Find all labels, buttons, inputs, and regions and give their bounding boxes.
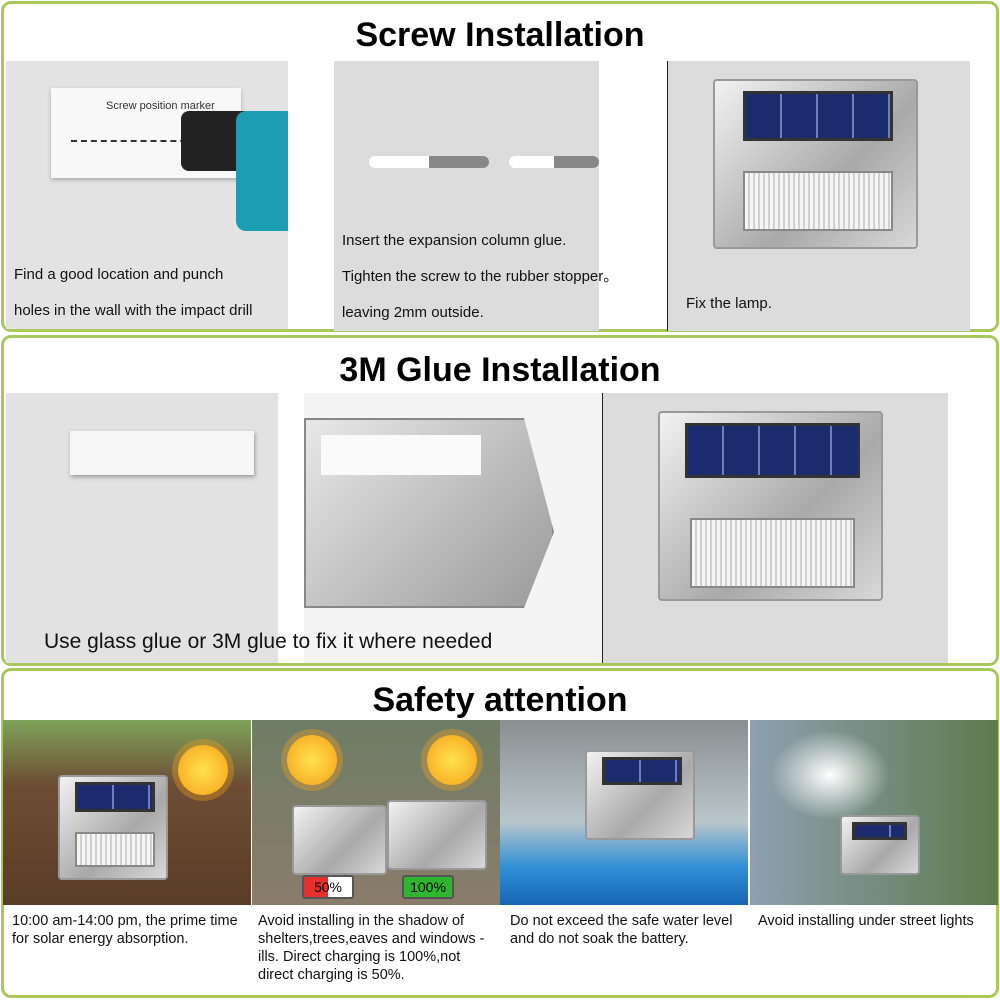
safety-caption-4: Avoid installing under street lights	[758, 913, 974, 929]
step2-line3: leaving 2mm outside.	[342, 304, 484, 321]
battery-50: 50%	[302, 875, 354, 899]
glue-strip	[70, 431, 254, 475]
step1-line1: Find a good location and punch	[14, 266, 224, 283]
section-title: 3M Glue Installation	[339, 351, 661, 389]
solar-lamp	[658, 411, 883, 601]
safety-caption-3: Do not exceed the safe water level and d…	[510, 913, 733, 947]
sun-icon	[427, 735, 477, 785]
marker-label: Screw position marker	[106, 100, 215, 112]
drill-body	[236, 111, 288, 231]
step3-image	[668, 61, 970, 331]
shadow-comparison-photo: 50% 100%	[252, 720, 500, 905]
step1-line2: holes in the wall with the impact drill	[14, 302, 253, 319]
safety-caption-1: 10:00 am-14:00 pm, the prime time for so…	[12, 913, 238, 947]
sun-icon	[287, 735, 337, 785]
glue-caption: Use glass glue or 3M glue to fix it wher…	[44, 630, 493, 653]
tape-image	[6, 393, 278, 663]
step1-image: Screw position marker	[6, 61, 288, 329]
water-splash-photo	[500, 720, 748, 905]
light-beam	[770, 730, 890, 820]
anchor-screw	[369, 156, 489, 168]
solar-lamp	[713, 79, 918, 249]
step2-line1: Insert the expansion column glue.	[342, 232, 567, 249]
screw-installation-section: Screw Installation Screw position marker…	[1, 1, 999, 332]
lamp-front-image	[603, 393, 948, 663]
section-title: Screw Installation	[355, 16, 645, 54]
glue-installation-section: 3M Glue Installation Use glass glue or 3…	[1, 335, 999, 666]
sun-icon	[178, 745, 228, 795]
step2-line2: Tighten the screw to the rubber stopper。	[342, 268, 619, 285]
step2-image	[334, 61, 599, 331]
lamp-back-image	[304, 393, 602, 663]
anchor-screw	[509, 156, 599, 168]
safety-caption-2: Avoid installing in the shadow of shelte…	[258, 913, 485, 983]
step3-caption: Fix the lamp.	[686, 295, 772, 312]
section-title: Safety attention	[372, 681, 628, 719]
battery-100: 100%	[402, 875, 454, 899]
sunny-fence-photo	[3, 720, 251, 905]
lamp-back	[304, 418, 554, 608]
street-light-photo	[750, 720, 998, 905]
